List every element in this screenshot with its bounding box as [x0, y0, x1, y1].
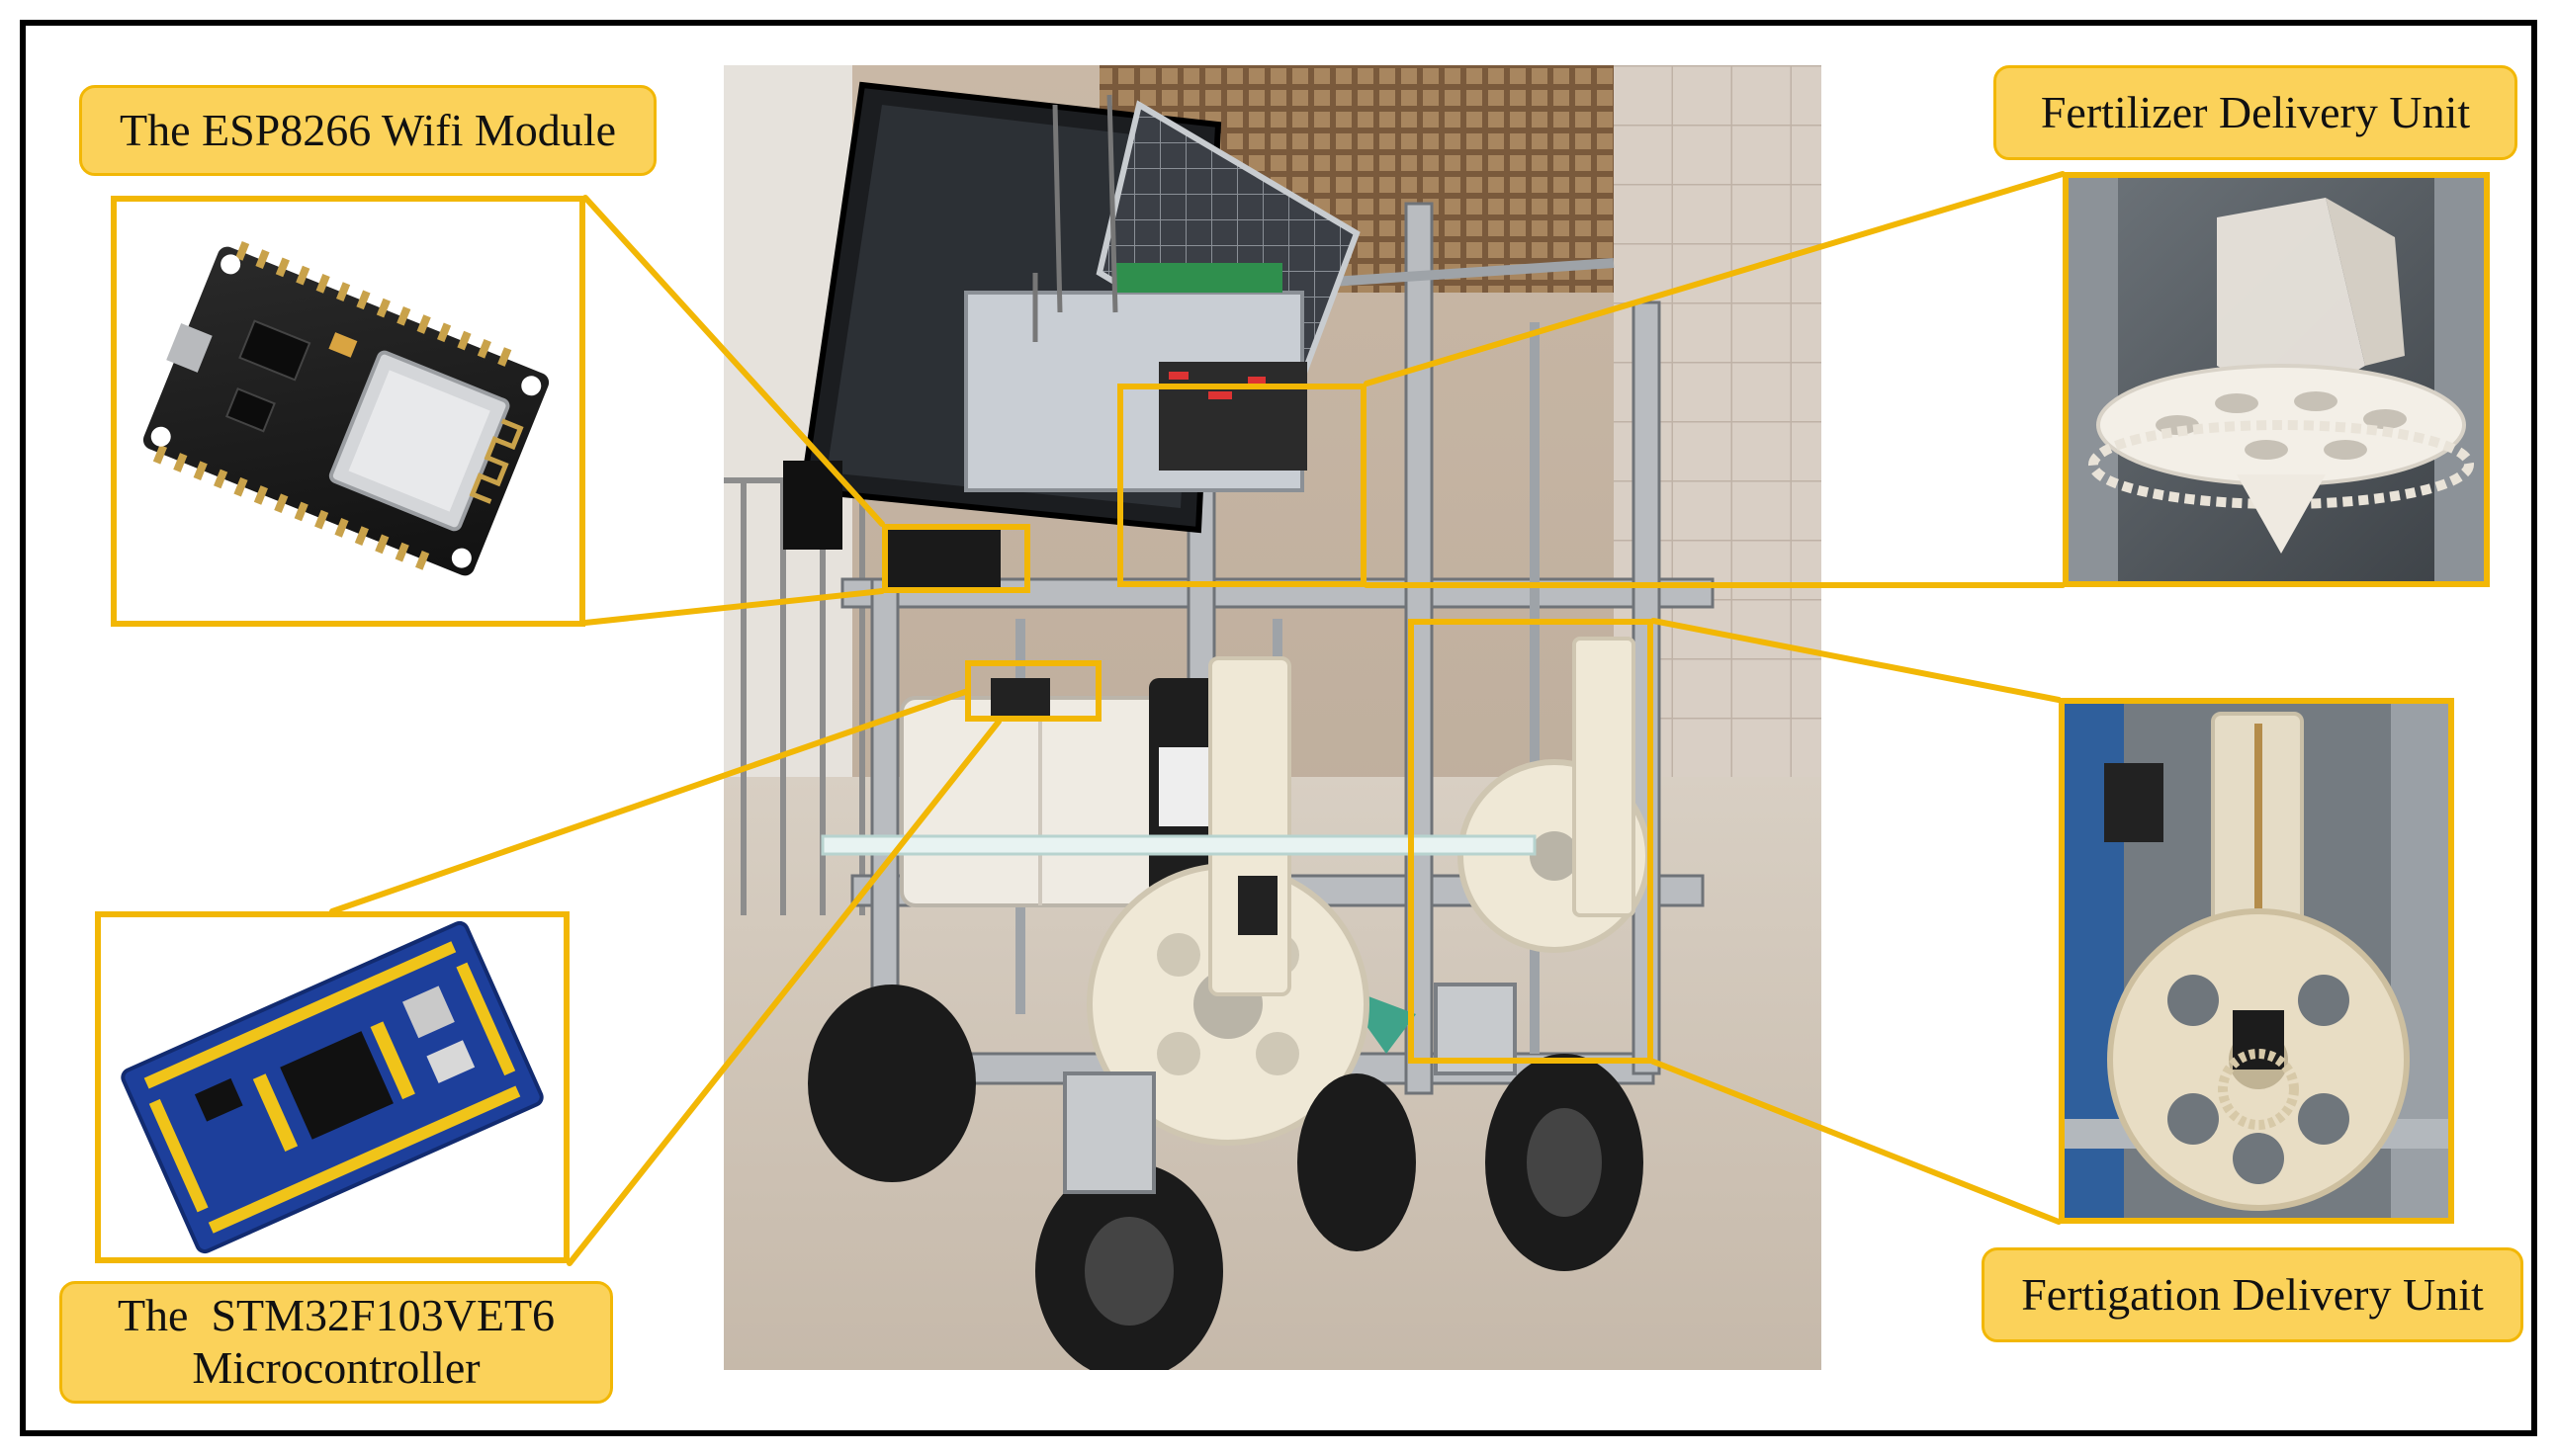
fertilizer-unit-label: Fertilizer Delivery Unit — [1993, 65, 2517, 160]
wifi-module-highlight — [882, 524, 1030, 593]
fertigation-highlight — [1408, 619, 1653, 1064]
connector-mcu-top — [329, 689, 968, 914]
fertigation-inset-box — [2059, 698, 2454, 1224]
connector-mcu-bottom — [567, 719, 1002, 1266]
mcu-label: The STM32F103VET6 Microcontroller — [59, 1281, 613, 1404]
connector-wifi-bottom — [582, 588, 885, 626]
mcu-highlight — [965, 660, 1102, 722]
fertigation-unit-label-text: Fertigation Delivery Unit — [2021, 1268, 2484, 1320]
esp8266-inset-box — [111, 196, 585, 627]
connector-fertigation-top — [1650, 618, 2062, 703]
fertilizer-highlight — [1117, 384, 1367, 587]
fertilizer-unit-label-text: Fertilizer Delivery Unit — [2040, 86, 2471, 137]
connector-wifi-top — [582, 195, 885, 527]
connector-fertigation-bottom — [1650, 1059, 2062, 1225]
stm32-photo — [101, 919, 564, 1255]
fertilizer-unit-photo — [2069, 178, 2484, 581]
figure-frame — [20, 20, 2537, 1436]
esp8266-photo — [117, 202, 579, 621]
fertigation-unit-photo — [2065, 704, 2448, 1218]
connector-fertilizer-top — [1364, 171, 2066, 386]
mcu-label-line2: Microcontroller — [192, 1342, 481, 1393]
wifi-module-label: The ESP8266 Wifi Module — [79, 85, 657, 176]
mcu-label-line1: The STM32F103VET6 — [117, 1290, 556, 1341]
fertilizer-inset-box — [2063, 172, 2490, 587]
wifi-module-label-text: The ESP8266 Wifi Module — [119, 104, 616, 155]
fertigation-unit-label: Fertigation Delivery Unit — [1982, 1247, 2523, 1342]
